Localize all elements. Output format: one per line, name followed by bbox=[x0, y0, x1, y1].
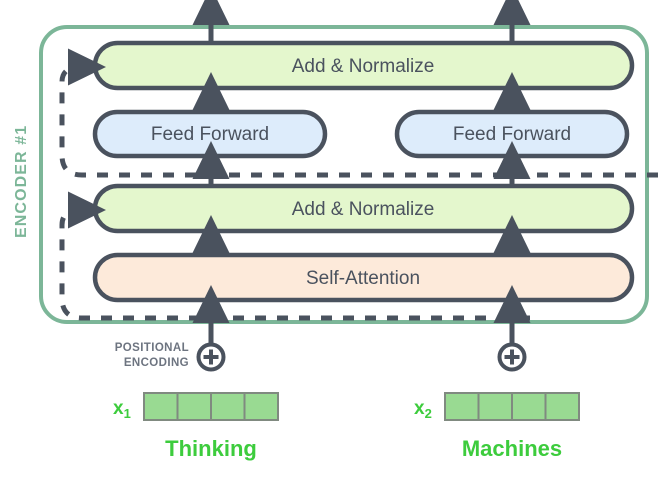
embedding-vector-x1 bbox=[143, 392, 279, 421]
feed-forward-right-label: Feed Forward bbox=[453, 124, 571, 145]
add-normalize-top-label: Add & Normalize bbox=[292, 56, 435, 77]
feed-forward-left-label: Feed Forward bbox=[151, 124, 269, 145]
feed-forward-residual-path bbox=[59, 48, 658, 178]
input-word-machines: Machines bbox=[462, 436, 562, 461]
embedding-vector-x2 bbox=[444, 392, 580, 421]
embedding-symbol-x1: x bbox=[113, 398, 124, 419]
embedding-subscript-x2: 2 bbox=[425, 406, 432, 421]
circled-plus-icon-right bbox=[497, 342, 527, 372]
positional-encoding-label-line2: ENCODING bbox=[124, 357, 189, 369]
embedding-subscript-x1: 1 bbox=[124, 406, 131, 421]
positional-encoding-label-line1: POSITIONAL bbox=[115, 342, 189, 354]
input-word-thinking: Thinking bbox=[165, 436, 257, 461]
encoder-label: ENCODER #1 bbox=[13, 125, 30, 238]
self-attention-label: Self-Attention bbox=[306, 268, 420, 289]
circled-plus-icon-left bbox=[196, 342, 226, 372]
embedding-label-x2: x2 bbox=[414, 398, 432, 421]
add-normalize-bottom-label: Add & Normalize bbox=[292, 199, 435, 220]
embedding-symbol-x2: x bbox=[414, 398, 425, 419]
embedding-label-x1: x1 bbox=[113, 398, 131, 421]
self-attention-residual-path bbox=[59, 191, 530, 321]
